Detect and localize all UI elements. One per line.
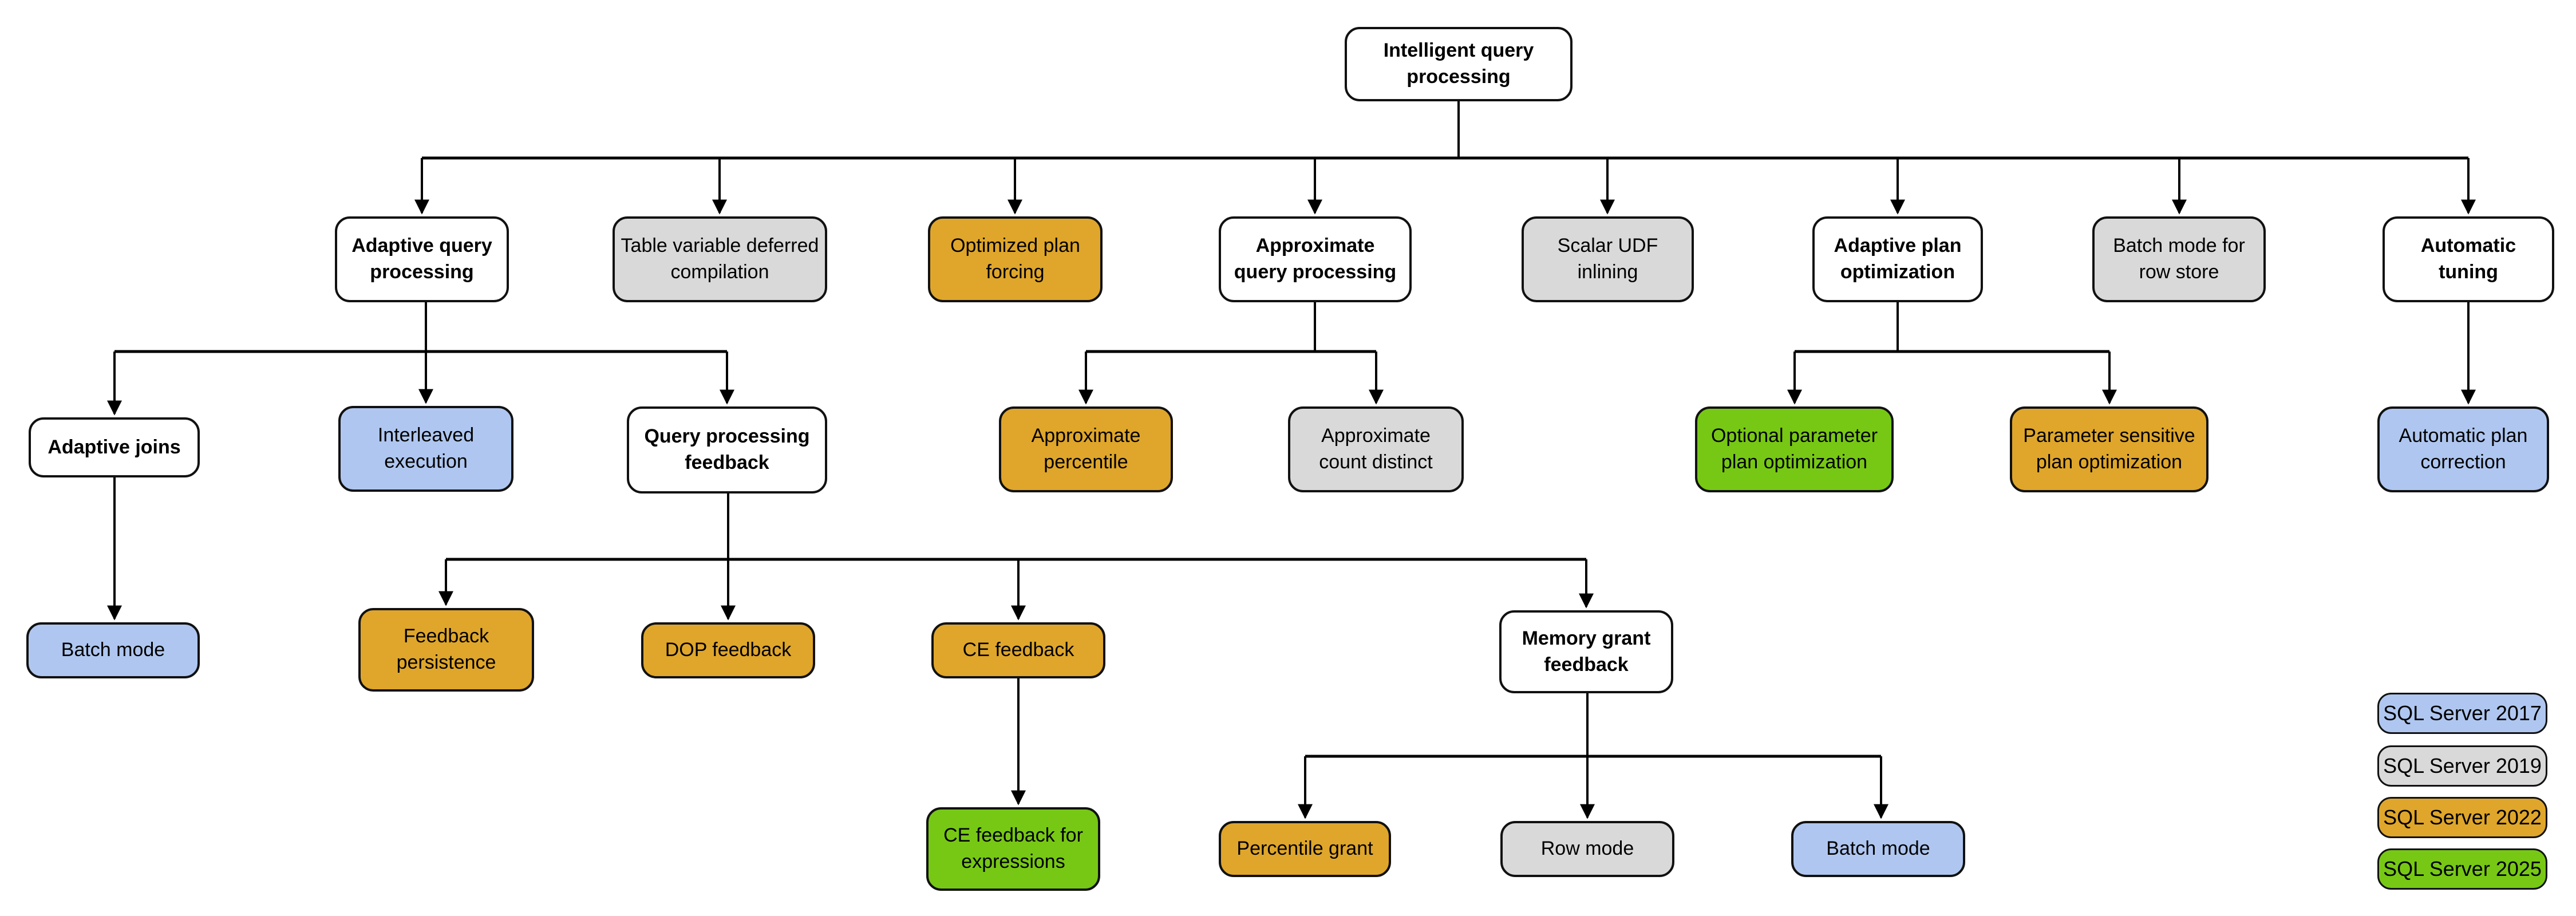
legend-item-sql-server-2017: SQL Server 2017: [2377, 693, 2547, 734]
node-automatic-plan-correction: Automatic plan correction: [2377, 406, 2549, 492]
node-batch-mode-memory-grant: Batch mode: [1791, 821, 1965, 877]
node-approximate-count-distinct: Approximate count distinct: [1288, 406, 1464, 492]
node-automatic-tuning: Automatic tuning: [2383, 216, 2554, 302]
node-table-variable-deferred-compilation: Table variable deferred compilation: [613, 216, 827, 302]
node-memory-grant-feedback: Memory grant feedback: [1499, 610, 1673, 693]
node-batch-mode-adaptive-joins: Batch mode: [26, 622, 200, 678]
legend-item-sql-server-2022: SQL Server 2022: [2377, 797, 2547, 838]
node-feedback-persistence: Feedback persistence: [358, 608, 534, 692]
node-batch-mode-for-row-store: Batch mode for row store: [2092, 216, 2266, 302]
node-adaptive-joins: Adaptive joins: [29, 417, 200, 477]
legend-item-sql-server-2025: SQL Server 2025: [2377, 848, 2547, 890]
node-approximate-query-processing: Approximate query processing: [1219, 216, 1412, 302]
node-query-processing-feedback: Query processing feedback: [627, 406, 827, 493]
legend-item-sql-server-2019: SQL Server 2019: [2377, 745, 2547, 787]
node-adaptive-query-processing: Adaptive query processing: [335, 216, 509, 302]
node-intelligent-query-processing: Intelligent query processing: [1345, 27, 1573, 101]
node-optimized-plan-forcing: Optimized plan forcing: [928, 216, 1103, 302]
node-dop-feedback: DOP feedback: [641, 622, 815, 678]
node-adaptive-plan-optimization: Adaptive plan optimization: [1812, 216, 1983, 302]
node-ce-feedback: CE feedback: [931, 622, 1105, 678]
node-approximate-percentile: Approximate percentile: [999, 406, 1173, 492]
node-scalar-udf-inlining: Scalar UDF inlining: [1522, 216, 1694, 302]
node-optional-parameter-plan-optimization: Optional parameter plan optimization: [1695, 406, 1894, 492]
node-percentile-grant: Percentile grant: [1219, 821, 1391, 877]
node-parameter-sensitive-plan-optimization: Parameter sensitive plan optimization: [2010, 406, 2208, 492]
node-row-mode: Row mode: [1500, 821, 1674, 877]
node-ce-feedback-for-expressions: CE feedback for expressions: [926, 807, 1100, 891]
node-interleaved-execution: Interleaved execution: [338, 406, 513, 492]
